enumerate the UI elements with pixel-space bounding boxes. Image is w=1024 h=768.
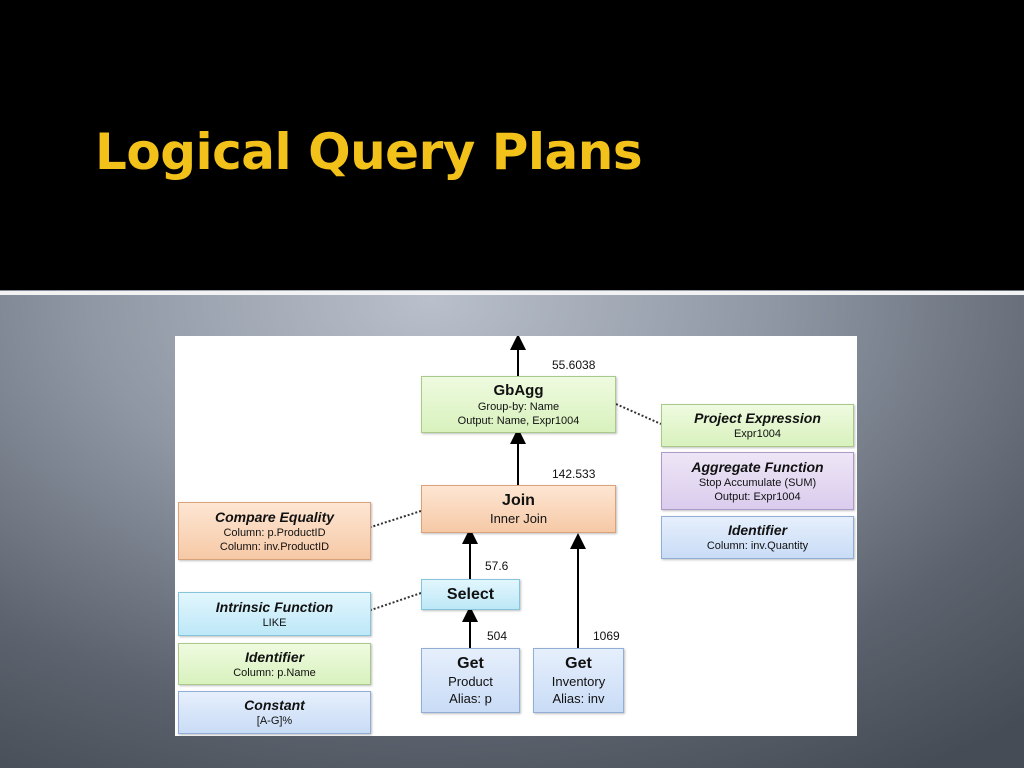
query-plan-diagram: 55.6038 142.533 57.6 504 1069 GbAgg Grou…	[175, 336, 857, 736]
aggregate-function-op: Stop Accumulate (SUM)	[698, 476, 817, 489]
join-compare-link	[370, 510, 422, 528]
identifier-quantity-node: Identifier Column: inv.Quantity	[661, 516, 854, 559]
get-product-operator: Get Product Alias: p	[421, 648, 520, 713]
intrinsic-function-detail: LIKE	[262, 616, 287, 629]
constant-node: Constant [A-G]%	[178, 691, 371, 734]
title-divider	[0, 291, 1024, 295]
gbagg-project-link	[615, 403, 662, 425]
get-inventory-table: Inventory	[551, 673, 606, 689]
cardinality-select: 57.6	[485, 559, 509, 573]
join-title: Join	[502, 491, 535, 509]
select-operator: Select	[421, 579, 520, 610]
join-operator: Join Inner Join	[421, 485, 616, 533]
aggregate-function-node: Aggregate Function Stop Accumulate (SUM)…	[661, 452, 854, 510]
get-product-alias: Alias: p	[449, 690, 492, 706]
identifier-name-title: Identifier	[244, 648, 305, 665]
cardinality-output: 55.6038	[552, 358, 596, 372]
gbagg-output: Output: Name, Expr1004	[457, 414, 580, 427]
select-intrinsic-link	[370, 592, 422, 611]
gbagg-title: GbAgg	[493, 381, 544, 399]
compare-equality-right: Column: inv.ProductID	[219, 540, 330, 553]
project-expression-title: Project Expression	[694, 410, 821, 426]
aggregate-function-title: Aggregate Function	[691, 458, 824, 475]
project-expression-detail: Expr1004	[733, 428, 782, 440]
get-product-table: Product	[448, 673, 493, 689]
get-inventory-title: Get	[565, 654, 592, 672]
cardinality-join: 142.533	[552, 467, 596, 481]
plan-connectors	[370, 336, 662, 648]
get-product-title: Get	[457, 654, 484, 672]
title-band	[0, 0, 1024, 290]
identifier-quantity-column: Column: inv.Quantity	[706, 540, 809, 552]
identifier-name-node: Identifier Column: p.Name	[178, 643, 371, 685]
get-inventory-operator: Get Inventory Alias: inv	[533, 648, 624, 713]
gbagg-operator: GbAgg Group-by: Name Output: Name, Expr1…	[421, 376, 616, 433]
slide-title: Logical Query Plans	[95, 123, 643, 181]
compare-equality-left: Column: p.ProductID	[223, 526, 326, 539]
gbagg-group-by: Group-by: Name	[477, 400, 560, 413]
identifier-name-column: Column: p.Name	[233, 666, 316, 679]
constant-title: Constant	[244, 697, 305, 713]
intrinsic-function-title: Intrinsic Function	[215, 598, 334, 615]
compare-equality-title: Compare Equality	[214, 508, 335, 525]
project-expression-node: Project Expression Expr1004	[661, 404, 854, 447]
constant-value: [A-G]%	[256, 715, 293, 727]
get-inventory-alias: Alias: inv	[552, 690, 605, 706]
intrinsic-function-node: Intrinsic Function LIKE	[178, 592, 371, 636]
cardinality-inventory: 1069	[593, 629, 620, 643]
compare-equality-node: Compare Equality Column: p.ProductID Col…	[178, 502, 371, 560]
cardinality-product: 504	[487, 629, 508, 643]
aggregate-function-output: Output: Expr1004	[714, 490, 801, 503]
identifier-quantity-title: Identifier	[727, 522, 788, 538]
join-type: Inner Join	[489, 510, 548, 526]
select-title: Select	[446, 585, 495, 603]
